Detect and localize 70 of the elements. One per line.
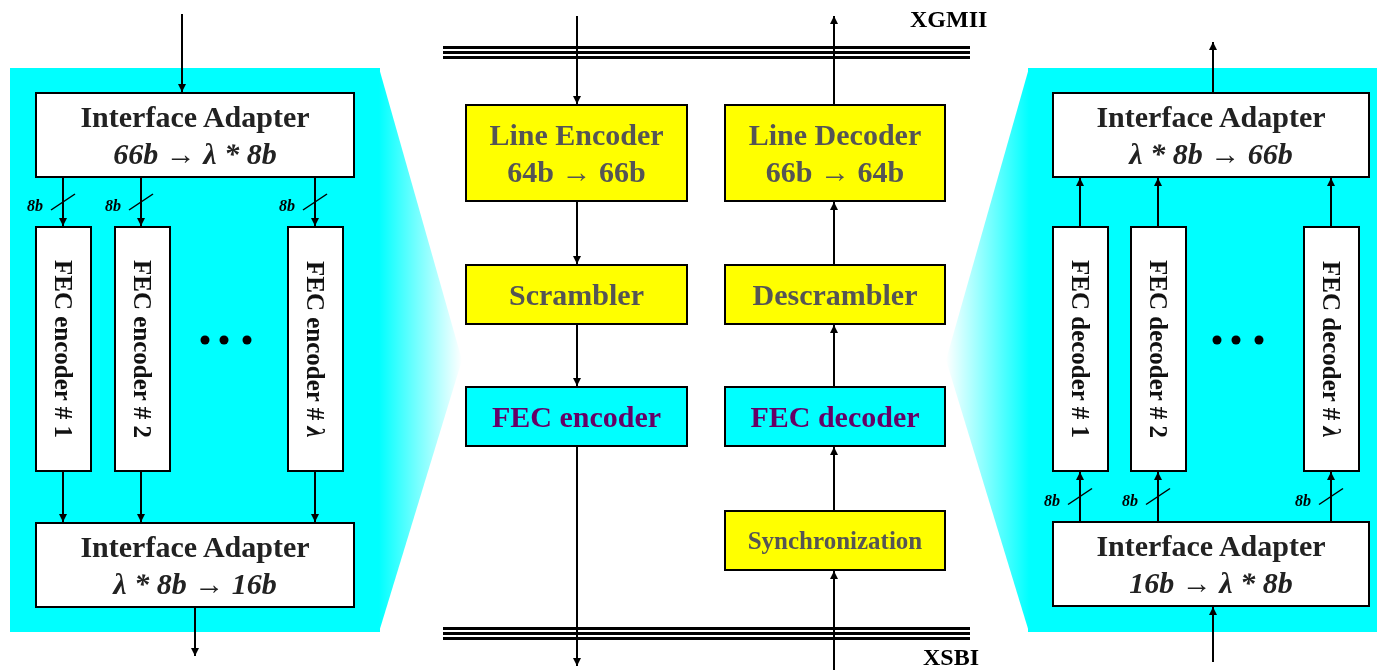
arrow: [830, 201, 838, 265]
arrow: [59, 471, 67, 523]
arrow: [1209, 606, 1217, 663]
fec-box: [1052, 226, 1109, 472]
edge-label: 8b: [27, 198, 43, 214]
fec-box: [35, 226, 92, 472]
box-subtitle: 66b → 64b: [765, 154, 905, 190]
arrow: [573, 15, 581, 105]
fec-box: [1130, 226, 1187, 472]
box-title: Scrambler: [509, 276, 644, 313]
arrow: [573, 446, 581, 667]
arrow: [137, 471, 145, 523]
arrow: [1154, 177, 1162, 227]
box-title: Interface Adapter: [1096, 527, 1326, 564]
process-box: [465, 264, 688, 325]
edge-label: 8b: [105, 198, 121, 214]
box-subtitle: 16b → λ * 8b: [1129, 565, 1293, 601]
box-subtitle: λ * 8b → 66b: [1129, 136, 1293, 172]
box-title: FEC decoder: [750, 398, 920, 435]
fec-box: [114, 226, 171, 472]
arrow: [191, 607, 199, 657]
arrow: [59, 177, 67, 227]
box-title: Line Decoder: [748, 116, 922, 153]
arrow: [1076, 177, 1084, 227]
arrow: [1076, 471, 1084, 522]
box-subtitle: λ * 8b → 16b: [113, 566, 277, 602]
box-title: FEC encoder # 1: [49, 260, 79, 438]
bus-label: XGMII: [910, 6, 988, 33]
box-title: Interface Adapter: [1096, 98, 1326, 135]
fec-box: [287, 226, 344, 472]
arrow: [1154, 471, 1162, 522]
arrow: [311, 177, 319, 227]
process-box: [465, 104, 688, 202]
box-title: Synchronization: [747, 525, 923, 556]
bus-label: XSBI: [923, 644, 980, 670]
process-box: [465, 386, 688, 447]
edge-label: 8b: [279, 198, 295, 214]
adapter-box: [35, 92, 355, 178]
box-title: FEC encoder # λ: [301, 260, 331, 438]
arrow: [830, 446, 838, 511]
arrow: [311, 471, 319, 523]
fec-box: [1303, 226, 1360, 472]
adapter-box: [1052, 92, 1370, 178]
process-box: [724, 104, 946, 202]
arrow: [830, 15, 838, 105]
arrow: [573, 201, 581, 265]
box-subtitle: 64b → 66b: [507, 154, 646, 190]
box-title: FEC encoder: [491, 398, 662, 435]
arrow: [1327, 177, 1335, 227]
box-title: FEC encoder # 2: [128, 260, 158, 438]
process-box: [724, 264, 946, 325]
box-title: Interface Adapter: [80, 528, 310, 565]
box-title: Line Encoder: [489, 116, 664, 153]
adapter-box: [1052, 521, 1370, 607]
arrow: [1209, 41, 1217, 93]
arrow: [830, 570, 838, 670]
box-title: FEC decoder # 2: [1144, 260, 1174, 438]
box-title: FEC decoder # λ: [1317, 260, 1347, 438]
box-subtitle: 66b → λ * 8b: [113, 136, 277, 172]
adapter-box: [35, 522, 355, 608]
arrow: [178, 13, 186, 93]
process-box: [724, 386, 946, 447]
box-title: FEC decoder # 1: [1066, 260, 1096, 438]
arrow: [573, 324, 581, 387]
box-title: Descrambler: [752, 276, 918, 313]
arrow: [137, 177, 145, 227]
process-box: [724, 510, 946, 571]
arrow: [1327, 471, 1335, 522]
box-title: Interface Adapter: [80, 98, 310, 135]
arrow: [830, 324, 838, 387]
